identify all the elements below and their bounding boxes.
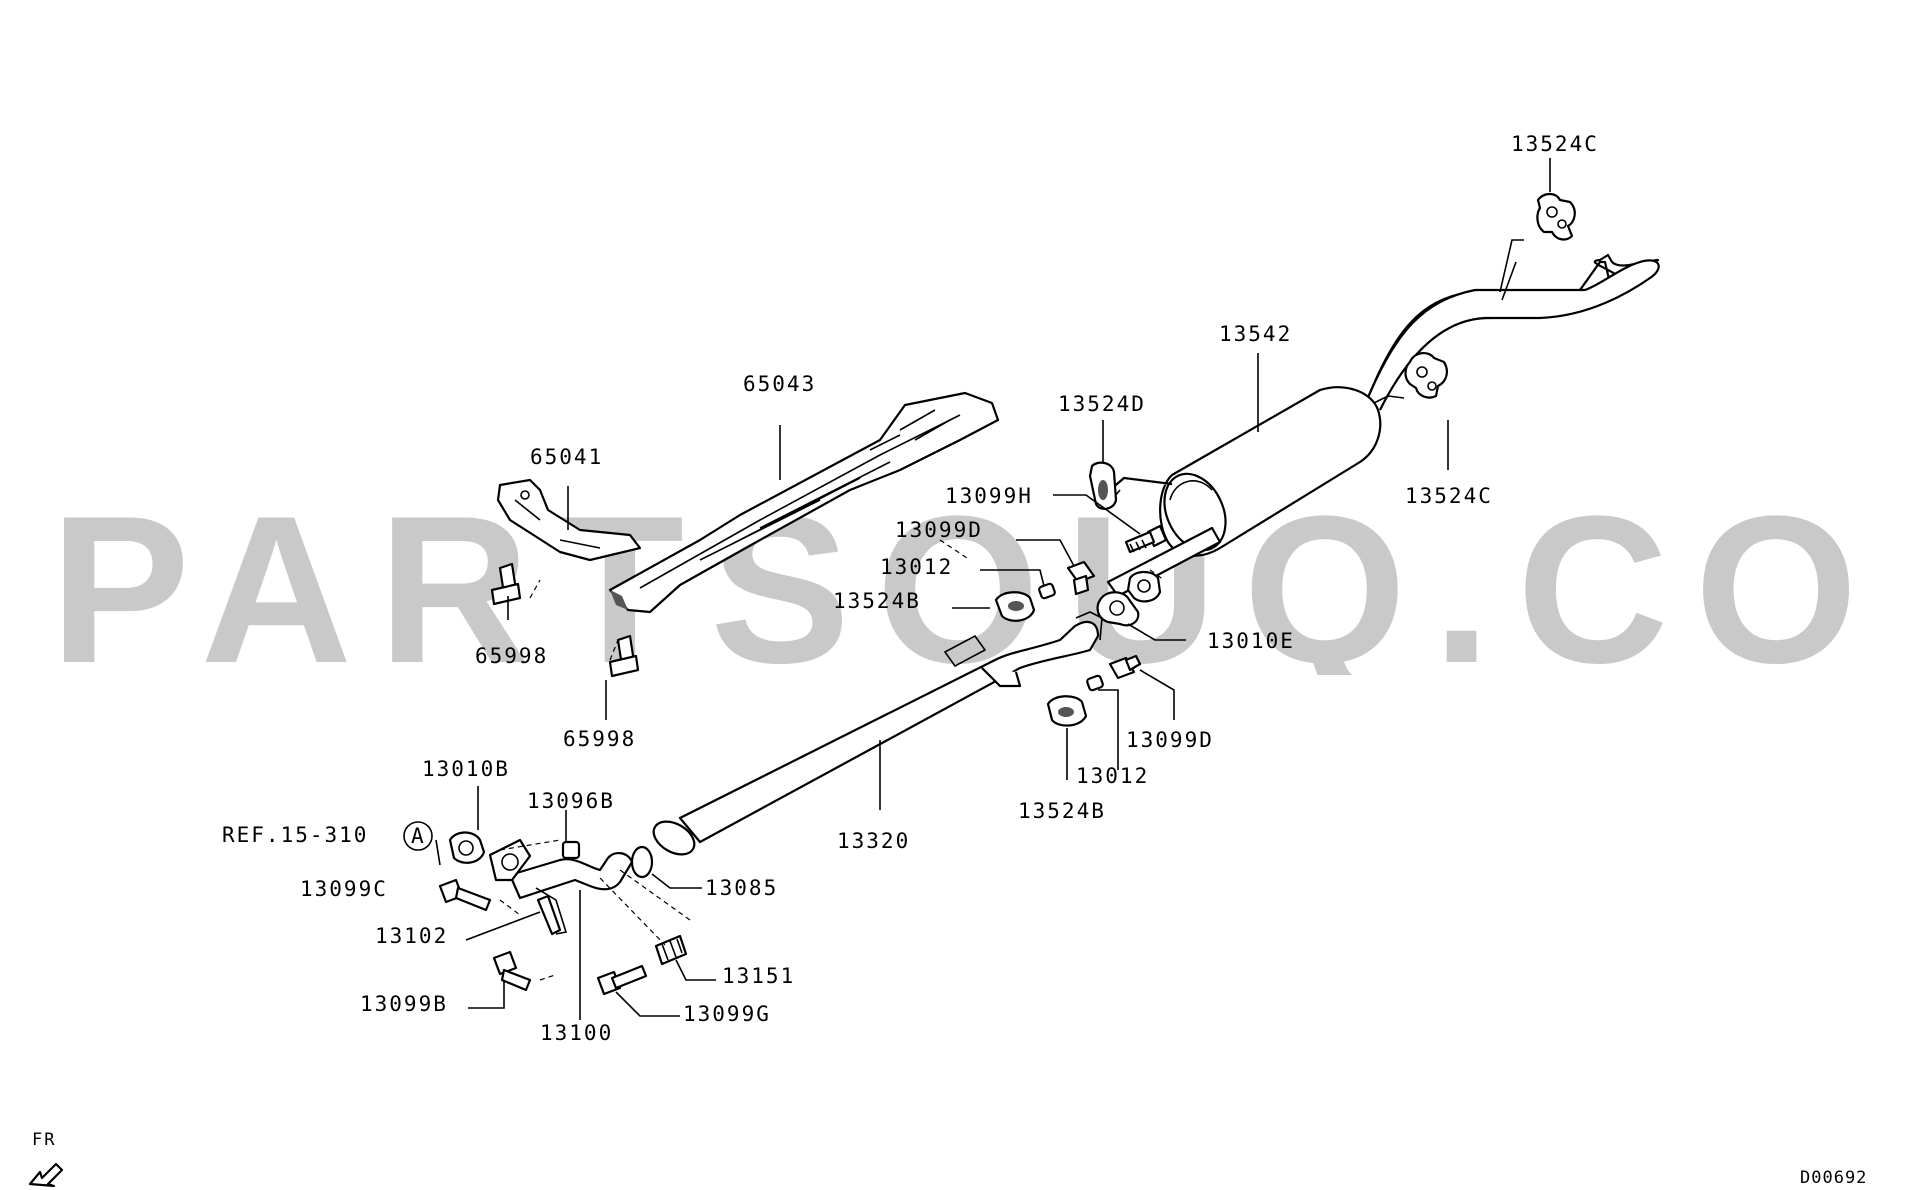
heat-protector-65043 bbox=[608, 391, 1000, 614]
main-muffler bbox=[1106, 386, 1382, 598]
label-13102: 13102 bbox=[375, 924, 449, 948]
label-13012-top: 13012 bbox=[880, 555, 954, 579]
label-13542: 13542 bbox=[1219, 322, 1293, 346]
label-13524d: 13524D bbox=[1058, 392, 1146, 416]
label-13524b-top: 13524B bbox=[833, 589, 921, 613]
assembly-line bbox=[499, 539, 1165, 981]
label-13524c-top: 13524C bbox=[1511, 132, 1599, 156]
bracket-13102 bbox=[536, 894, 562, 936]
rubber-hanger-13524b-top bbox=[994, 591, 1036, 622]
center-pipe bbox=[652, 611, 1103, 856]
label-13524b-bottom: 13524B bbox=[1018, 799, 1106, 823]
reference-marker: A bbox=[411, 824, 424, 848]
tail-pipe bbox=[1363, 239, 1660, 412]
gasket-13010e bbox=[1096, 591, 1140, 627]
rubber-hanger-13524d bbox=[1088, 461, 1118, 510]
hanger-13524c-top bbox=[1536, 192, 1576, 241]
label-13099c: 13099C bbox=[300, 877, 388, 901]
label-65041: 65041 bbox=[530, 445, 604, 469]
label-65998-a: 65998 bbox=[475, 644, 549, 668]
front-pipe bbox=[488, 838, 634, 935]
ring-13085 bbox=[630, 845, 654, 879]
label-13085: 13085 bbox=[705, 876, 779, 900]
bolt-13099b bbox=[492, 950, 532, 992]
label-13099h: 13099H bbox=[945, 484, 1033, 508]
label-13524c-right: 13524C bbox=[1405, 484, 1493, 508]
hanger-13524c-right bbox=[1369, 352, 1448, 406]
bolt-13099c bbox=[438, 878, 492, 912]
label-13099b: 13099B bbox=[360, 992, 448, 1016]
heat-protector-65041 bbox=[496, 478, 642, 562]
bolt-65998-a bbox=[490, 562, 522, 606]
label-13096b: 13096B bbox=[527, 789, 615, 813]
label-13099g: 13099G bbox=[683, 1002, 771, 1026]
bolt-13099g bbox=[596, 964, 648, 996]
label-65998-b: 65998 bbox=[563, 727, 637, 751]
nut-13096b bbox=[561, 840, 581, 860]
collar-13012-bottom bbox=[1086, 674, 1104, 692]
direction-label: FR bbox=[32, 1130, 57, 1150]
leader-lines bbox=[435, 158, 1551, 1020]
label-13100: 13100 bbox=[540, 1021, 614, 1045]
collar-13012-top bbox=[1038, 582, 1056, 600]
label-13151: 13151 bbox=[722, 964, 796, 988]
nut-13099d-bottom bbox=[1108, 654, 1142, 680]
rubber-hanger-13524b-bottom bbox=[1046, 695, 1088, 727]
label-13010b: 13010B bbox=[422, 757, 510, 781]
label-13099d-bottom: 13099D bbox=[1126, 728, 1214, 752]
label-65043: 65043 bbox=[743, 372, 817, 396]
watermark: PARTSOUQ.COM bbox=[50, 505, 1870, 675]
label-reference: REF.15-310 bbox=[222, 823, 369, 847]
bolt-13099h bbox=[1124, 524, 1168, 554]
label-13320: 13320 bbox=[837, 829, 911, 853]
flange-upper bbox=[1126, 570, 1162, 603]
reference-marker-circle bbox=[403, 821, 433, 851]
label-13010e: 13010E bbox=[1207, 629, 1295, 653]
nut-13099d-top bbox=[1066, 560, 1096, 596]
bolt-65998-b bbox=[608, 634, 640, 678]
front-direction-arrow bbox=[28, 1162, 64, 1187]
gasket-13010b bbox=[448, 831, 486, 864]
diagram-code: D00692 bbox=[1800, 1168, 1868, 1188]
label-13099d-top: 13099D bbox=[895, 518, 983, 542]
label-13012-bottom: 13012 bbox=[1076, 764, 1150, 788]
spring-13151 bbox=[654, 934, 688, 966]
